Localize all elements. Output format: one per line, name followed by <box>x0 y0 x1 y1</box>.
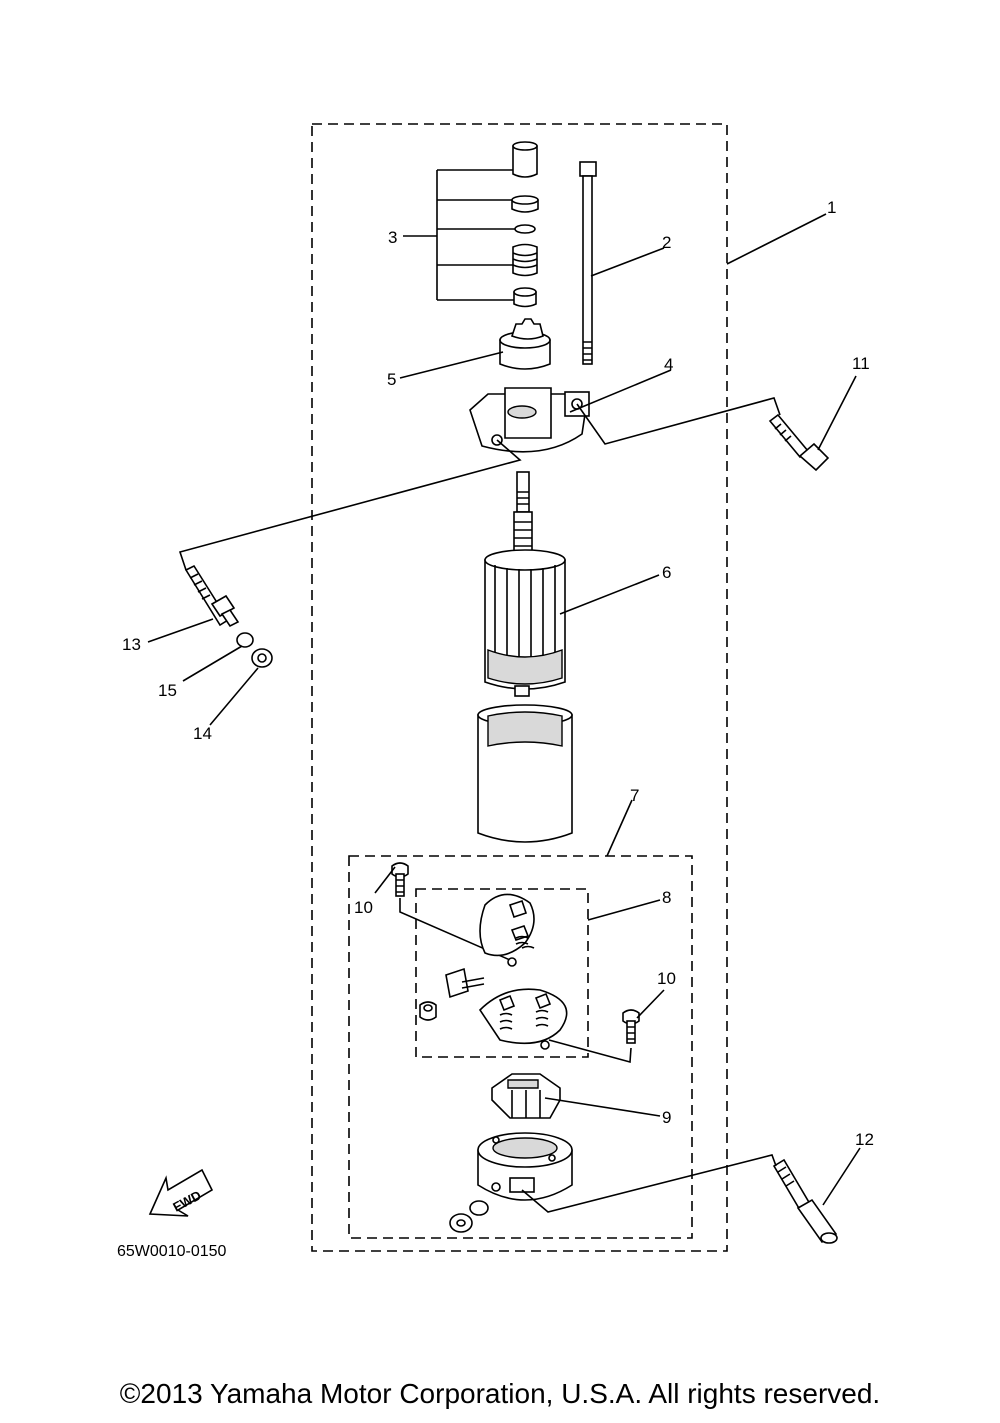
brush-plate-9 <box>491 1073 561 1119</box>
through-bolt <box>579 161 597 365</box>
front-bracket <box>469 387 590 453</box>
leader-line-13 <box>147 439 522 643</box>
callout-1: 1 <box>827 198 836 217</box>
fwd-arrow-icon: FWD <box>148 1168 214 1217</box>
leader-line-14 <box>209 667 259 726</box>
bracket-line-3 <box>403 169 515 301</box>
leader-line-7 <box>606 799 633 857</box>
bolt-11 <box>768 413 830 472</box>
callout-5: 5 <box>387 370 396 389</box>
callout-10-left: 10 <box>354 898 373 917</box>
callout-11: 11 <box>852 354 870 373</box>
rear-end-cover <box>477 1132 573 1201</box>
leader-line-6 <box>559 574 660 615</box>
leader-line-12 <box>521 1147 861 1213</box>
callout-13: 13 <box>122 635 141 654</box>
callout-8: 8 <box>662 888 671 907</box>
starter-assembly-boundary <box>311 123 728 1252</box>
callout-10-right: 10 <box>657 969 676 988</box>
leader-line-9 <box>544 1097 661 1117</box>
brush-holder <box>419 893 568 1050</box>
bolt-12 <box>772 1158 838 1244</box>
leader-line-15 <box>182 645 243 682</box>
callout-7: 7 <box>630 786 639 805</box>
leader-line-1 <box>726 213 827 265</box>
callout-6: 6 <box>662 563 671 582</box>
callout-15: 15 <box>158 681 177 700</box>
nut-14 <box>251 648 273 668</box>
leader-line-10-left <box>374 866 511 961</box>
callout-2: 2 <box>662 233 671 252</box>
screw-10-right <box>622 1009 640 1044</box>
callout-12: 12 <box>855 1130 874 1149</box>
callout-14: 14 <box>193 724 212 743</box>
bracket-assembly-boundary <box>348 855 693 1239</box>
washer <box>469 1200 489 1216</box>
pinion-stop-set <box>511 141 539 308</box>
screw-10-left <box>391 862 409 897</box>
leader-line-11 <box>576 375 857 451</box>
callout-9: 9 <box>662 1108 671 1127</box>
leader-line-2 <box>590 247 665 277</box>
yoke <box>477 704 573 843</box>
copyright-notice: ©2013 Yamaha Motor Corporation, U.S.A. A… <box>119 1378 881 1409</box>
callout-3: 3 <box>388 228 397 247</box>
pinion-gear <box>499 318 551 370</box>
drawing-code: 65W0010-0150 <box>117 1243 227 1260</box>
washer-15 <box>236 632 254 648</box>
nut <box>449 1213 473 1233</box>
leader-line-4 <box>569 369 672 413</box>
callout-4: 4 <box>664 355 673 374</box>
armature <box>484 471 566 697</box>
brush-holder-boundary <box>415 888 589 1058</box>
leader-line-8 <box>587 899 661 921</box>
leader-line-10-right <box>548 989 665 1064</box>
stud-bolt-13 <box>184 564 240 628</box>
leader-line-5 <box>399 351 504 379</box>
